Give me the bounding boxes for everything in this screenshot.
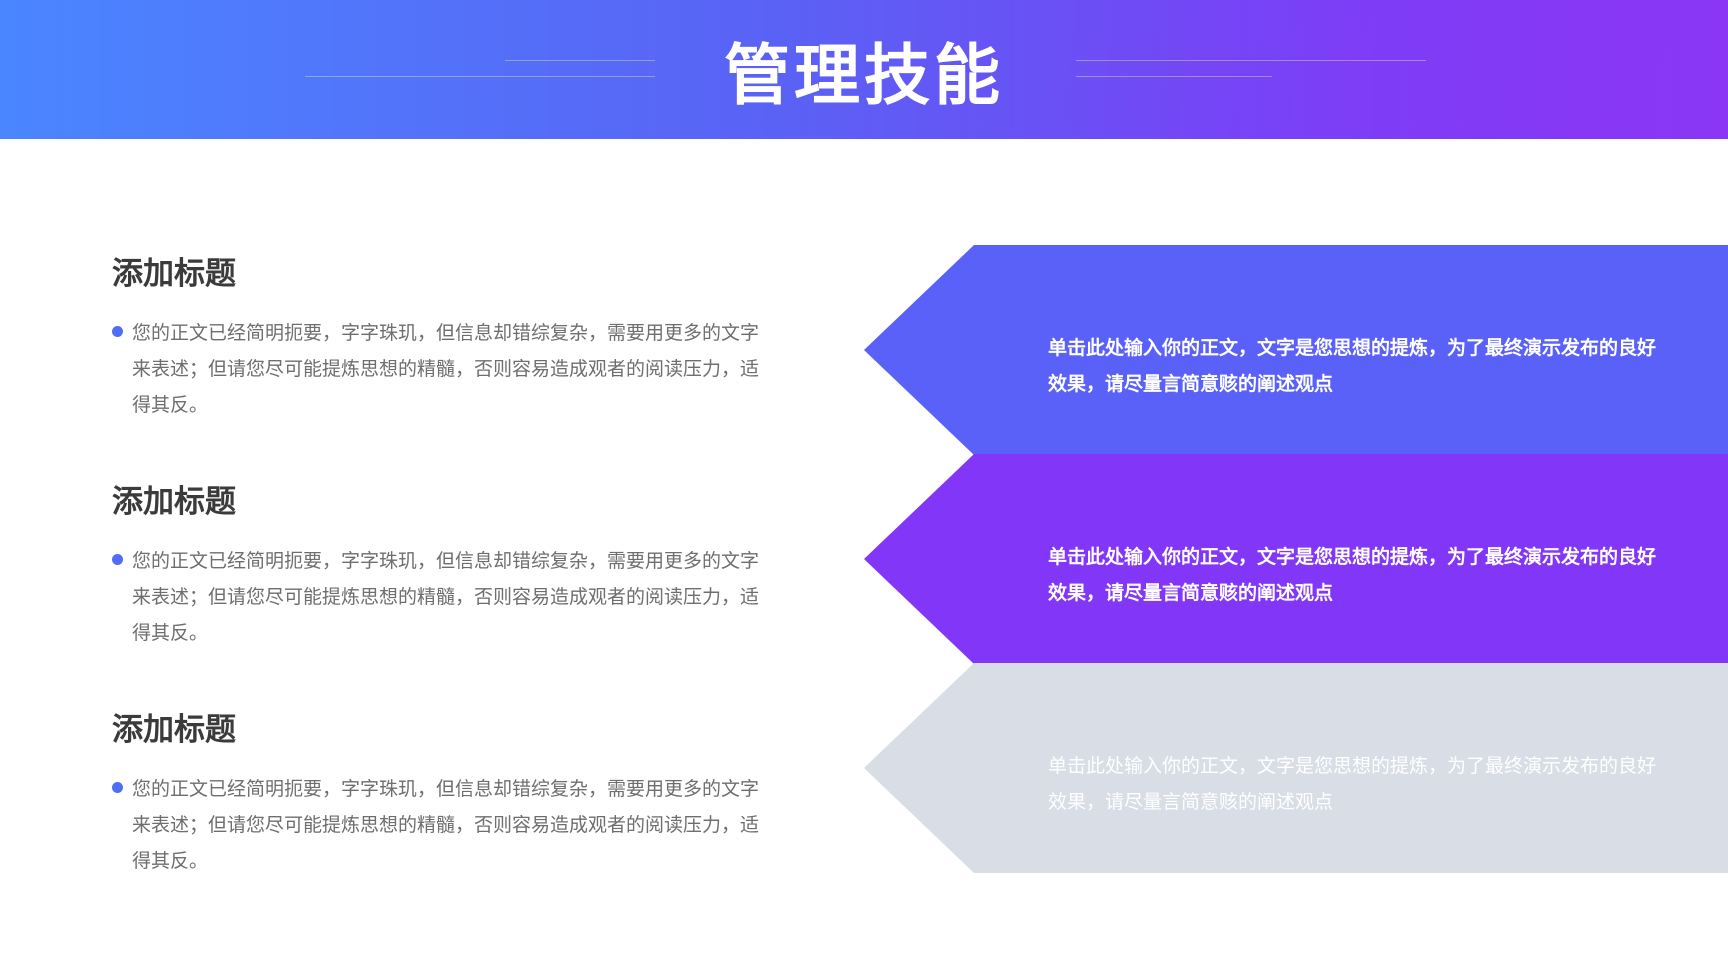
header-deco-line bbox=[1076, 76, 1272, 77]
header-deco-line bbox=[1076, 60, 1426, 61]
section-title: 添加标题 bbox=[112, 256, 236, 292]
header-banner: 管理技能 bbox=[0, 0, 1728, 139]
section-body: 您的正文已经简明扼要，字字珠玑，但信息却错综复杂，需要用更多的文字来表述；但请您… bbox=[112, 771, 762, 879]
section-1: 添加标题 您的正文已经简明扼要，字字珠玑，但信息却错综复杂，需要用更多的文字来表… bbox=[112, 256, 762, 423]
section-text: 您的正文已经简明扼要，字字珠玑，但信息却错综复杂，需要用更多的文字来表述；但请您… bbox=[132, 778, 760, 873]
page-title: 管理技能 bbox=[724, 36, 1004, 114]
section-text: 您的正文已经简明扼要，字字珠玑，但信息却错综复杂，需要用更多的文字来表述；但请您… bbox=[132, 322, 760, 417]
header-deco-line bbox=[305, 76, 655, 77]
section-2: 添加标题 您的正文已经简明扼要，字字珠玑，但信息却错综复杂，需要用更多的文字来表… bbox=[112, 484, 762, 651]
section-body: 您的正文已经简明扼要，字字珠玑，但信息却错综复杂，需要用更多的文字来表述；但请您… bbox=[112, 315, 762, 423]
section-text: 您的正文已经简明扼要，字字珠玑，但信息却错综复杂，需要用更多的文字来表述；但请您… bbox=[132, 550, 760, 645]
bullet-dot-icon bbox=[112, 554, 123, 566]
section-3: 添加标题 您的正文已经简明扼要，字字珠玑，但信息却错综复杂，需要用更多的文字来表… bbox=[112, 712, 762, 879]
section-title: 添加标题 bbox=[112, 712, 236, 748]
arrow-text: 单击此处输入你的正文，文字是您思想的提炼，为了最终演示发布的良好效果，请尽量言简… bbox=[1048, 546, 1657, 604]
arrow-banner-1: 单击此处输入你的正文，文字是您思想的提炼，为了最终演示发布的良好效果，请尽量言简… bbox=[864, 245, 1728, 455]
bullet-dot-icon bbox=[112, 782, 123, 794]
arrow-banner-2: 单击此处输入你的正文，文字是您思想的提炼，为了最终演示发布的良好效果，请尽量言简… bbox=[864, 454, 1728, 664]
bullet-dot-icon bbox=[112, 326, 123, 338]
section-title: 添加标题 bbox=[112, 484, 236, 520]
arrow-text: 单击此处输入你的正文，文字是您思想的提炼，为了最终演示发布的良好效果，请尽量言简… bbox=[1048, 337, 1657, 395]
arrow-text: 单击此处输入你的正文，文字是您思想的提炼，为了最终演示发布的良好效果，请尽量言简… bbox=[1048, 755, 1657, 813]
section-body: 您的正文已经简明扼要，字字珠玑，但信息却错综复杂，需要用更多的文字来表述；但请您… bbox=[112, 543, 762, 651]
arrow-banner-3: 单击此处输入你的正文，文字是您思想的提炼，为了最终演示发布的良好效果，请尽量言简… bbox=[864, 663, 1728, 873]
header-deco-line bbox=[505, 60, 655, 61]
